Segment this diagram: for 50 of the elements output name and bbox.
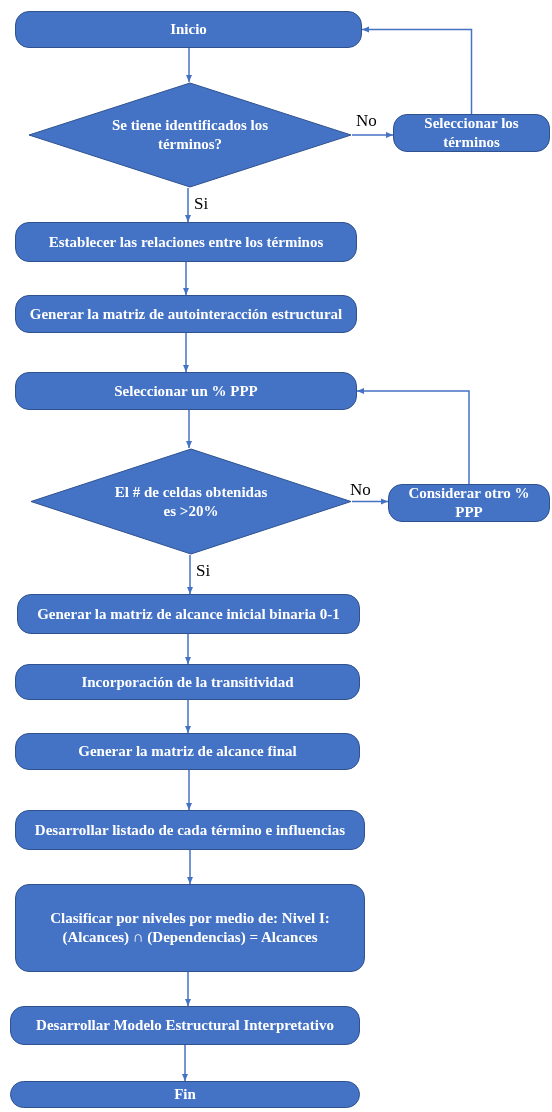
process-box — [15, 372, 357, 410]
arrow — [187, 849, 193, 885]
arrow — [351, 498, 389, 505]
node-text: Inicio — [170, 20, 207, 39]
node-text: Seleccionar los términos — [423, 114, 520, 152]
process-box — [17, 594, 360, 634]
arrow — [361, 26, 473, 115]
node-text: Considerar otro % PPP — [407, 484, 531, 522]
decision-diamond — [28, 82, 352, 188]
process-box — [15, 733, 360, 770]
process-box — [15, 884, 365, 972]
edge-label: Si — [194, 194, 209, 214]
node-text: Generar la matriz de autointeracción estructural — [29, 304, 343, 324]
arrow — [351, 132, 394, 138]
node-text: Generar la matriz de alcance inicial binaria 0-1 — [37, 604, 340, 624]
arrow — [183, 261, 189, 296]
arrow — [187, 554, 193, 595]
arrow — [186, 409, 192, 449]
arrow — [186, 769, 192, 811]
arrow — [186, 47, 192, 83]
decision-diamond — [30, 448, 352, 555]
process-box — [15, 11, 362, 48]
node-text: Desarrollar Modelo Estructural Interpretativo — [36, 1016, 334, 1035]
process-box — [15, 295, 357, 333]
arrow — [185, 699, 191, 734]
node-text: El # de celdas obtenidas es >20% — [113, 482, 269, 521]
edge-label: No — [356, 111, 377, 131]
edge-label: Si — [196, 561, 211, 581]
process-box — [15, 810, 365, 850]
arrow — [185, 971, 191, 1007]
process-box — [393, 114, 550, 152]
node-text: Se tiene identificados los términos? — [110, 116, 270, 154]
node-text: Seleccionar un % PPP — [114, 381, 258, 401]
arrow — [185, 633, 191, 665]
process-box — [15, 664, 360, 700]
node-text: Fin — [174, 1085, 196, 1104]
node-text: Generar la matriz de alcance final — [78, 742, 297, 761]
arrow — [356, 388, 470, 485]
arrow — [185, 187, 191, 223]
process-box — [15, 222, 357, 262]
node-text: Incorporación de la transitividad — [81, 672, 294, 692]
process-box — [388, 484, 550, 522]
edge-label: No — [350, 479, 371, 500]
process-box — [10, 1006, 360, 1045]
node-text: Clasificar por niveles por medio de: Nivel I: (Alcances) ∩ (Dependencias) = Alcances — [49, 909, 331, 947]
arrow — [182, 1044, 188, 1082]
process-box — [10, 1081, 360, 1108]
arrow — [183, 332, 189, 373]
node-text: Establecer las relaciones entre los términos — [48, 232, 324, 252]
node-text: Desarrollar listado de cada término e influencias — [34, 820, 346, 840]
